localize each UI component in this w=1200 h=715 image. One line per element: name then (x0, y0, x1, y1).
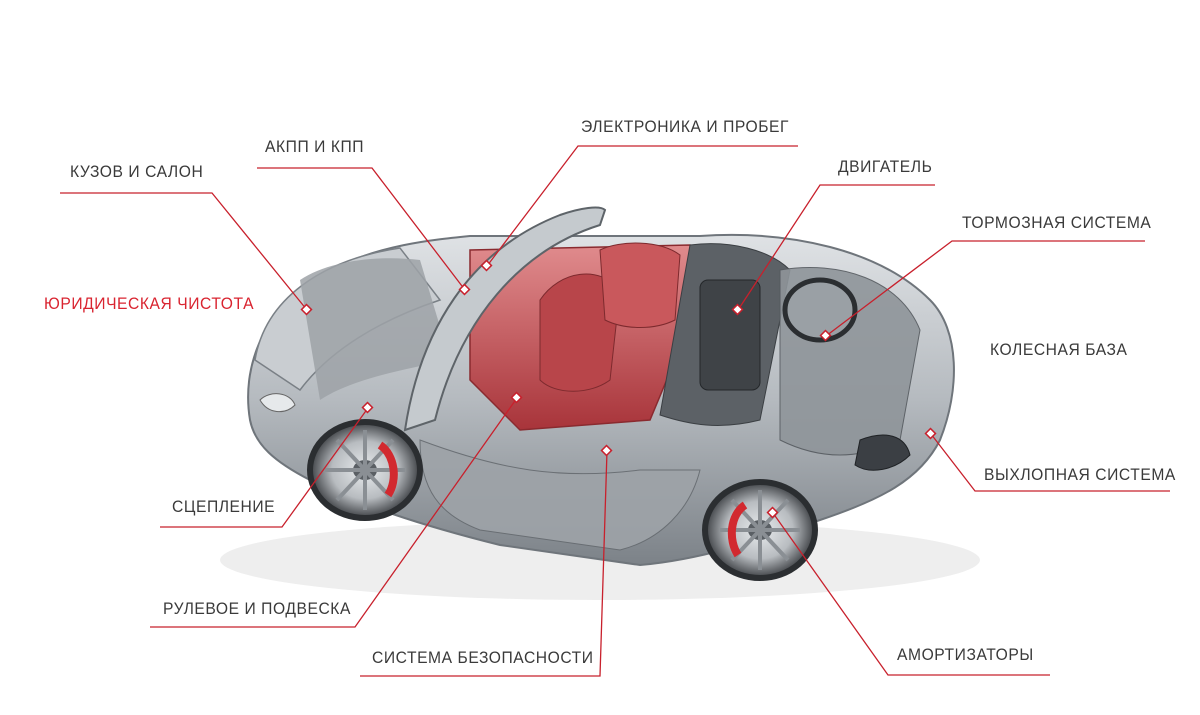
leader-clutch (160, 407, 369, 528)
marker-clutch (361, 401, 374, 414)
leader-exhaust (930, 433, 1170, 492)
marker-steering (510, 391, 523, 404)
marker-shocks (766, 506, 779, 519)
marker-electronics (480, 259, 493, 272)
windshield-frame (403, 206, 607, 432)
marker-brakes (819, 329, 832, 342)
front-bay (300, 258, 450, 400)
marker-transmission (458, 283, 471, 296)
leader-engine (737, 184, 935, 311)
marker-engine (731, 303, 744, 316)
label-shock-absorbers: АМОРТИЗАТОРЫ (897, 645, 1034, 664)
label-legal-clearance: ЮРИДИЧЕСКАЯ ЧИСТОТА (44, 294, 255, 313)
leader-transmission (257, 167, 466, 291)
rear-wheel-far (782, 277, 858, 343)
label-electronics-mileage: ЭЛЕКТРОНИКА И ПРОБЕГ (581, 117, 790, 136)
label-brake-system: ТОРМОЗНАЯ СИСТЕМА (962, 213, 1152, 232)
tail-light (854, 434, 911, 471)
leader-steering (150, 397, 518, 628)
leader-electronics (486, 145, 798, 267)
headlight (259, 393, 296, 413)
leader-brakes (825, 240, 1145, 337)
marker-exhaust (924, 427, 937, 440)
front-wheel (307, 419, 423, 521)
rear-wheel (702, 479, 818, 581)
label-steering-suspension: РУЛЕВОЕ И ПОДВЕСКА (163, 599, 351, 618)
label-safety-system: СИСТЕМА БЕЗОПАСНОСТИ (372, 648, 594, 667)
label-engine: ДВИГАТЕЛЬ (838, 157, 933, 176)
leader-safety (360, 450, 608, 677)
engine-block (699, 279, 761, 391)
label-body-interior: КУЗОВ И САЛОН (70, 162, 204, 181)
marker-safety (600, 444, 613, 457)
side-sill (419, 439, 701, 551)
leader-body-interior (60, 192, 308, 311)
label-clutch: СЦЕПЛЕНИЕ (172, 497, 276, 516)
leader-shocks (772, 512, 1050, 676)
seat-right (599, 242, 681, 328)
label-transmission: АКПП И КПП (265, 137, 365, 156)
label-wheelbase: КОЛЕСНАЯ БАЗА (990, 340, 1128, 359)
seat-left (539, 273, 621, 392)
label-exhaust-system: ВЫХЛОПНАЯ СИСТЕМА (984, 465, 1176, 484)
marker-body-interior (300, 303, 313, 316)
